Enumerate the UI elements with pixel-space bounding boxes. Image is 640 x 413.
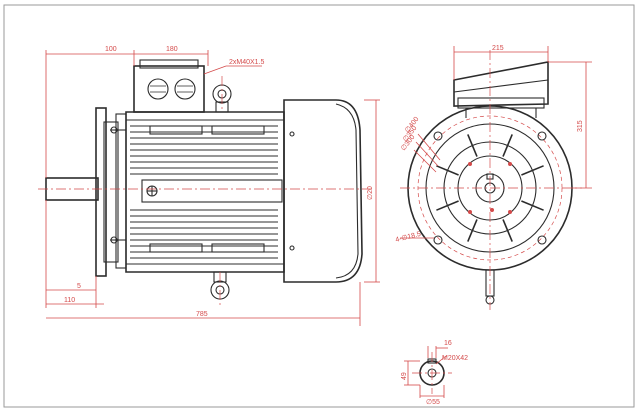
rib-pad [211,243,265,253]
dim-key-width: 16 [444,340,452,347]
rib-pad [149,125,203,135]
grille-slot [467,134,478,157]
rib-pad [149,243,203,253]
grille-slots [436,134,544,242]
dim-end-width: 215 [492,45,504,52]
grille-slot [502,134,513,157]
dim-key-dia: ∅55 [426,399,440,406]
nameplate-area [141,179,283,203]
end-view: 215 315 ∅400 ∅350 ∅300 4-∅18.5 [395,45,592,310]
bolt-hole-tr [537,131,547,141]
cooling-ribs [130,125,278,259]
dim-hole: 4-∅18.5 [395,231,422,244]
grille-slot [467,219,478,242]
rib-pad [211,125,265,135]
dim-top-mid: 180 [166,46,178,53]
shaft-detail: 16 M20X42 49 ∅55 [401,340,468,406]
dim-end-height: 315 [577,120,584,132]
dim-overall-len: 785 [196,311,208,318]
terminal-box-lid [139,59,199,69]
cable-gland-1 [147,78,169,100]
bolt-hole-bl [433,235,443,245]
dim-key-height: 49 [401,372,408,380]
bolt-hole-br [537,235,547,245]
dim-flange-len: 110 [64,297,75,304]
grille-slot [521,200,544,211]
grille-slot [521,165,544,176]
terminal-box [133,65,205,113]
grille-slot [436,165,459,176]
drawing-frame [3,4,635,408]
flange [95,107,107,277]
grille-slot [502,219,513,242]
dim-thread: M20X42 [442,355,468,362]
dim-top-left: 100 [105,46,117,53]
dim-offset-left: 5 [77,283,81,290]
dim-cable-gland: 2xM40X1.5 [229,59,265,66]
dim-shaft-dia: ∅20 [367,186,374,200]
side-view: 100 180 2xM40X1.5 ∅20 5 110 785 [38,46,380,326]
end-terminal-box [453,61,549,107]
side-dimensions: 100 180 2xM40X1.5 ∅20 5 110 785 [45,46,380,326]
shaft [45,177,99,201]
cable-gland-2 [174,78,196,100]
end-dimensions: 215 315 ∅400 ∅350 ∅300 4-∅18.5 [395,45,592,244]
grille-slot [436,200,459,211]
fan-cover [283,99,363,283]
spigot [103,121,119,263]
dim-dia-c: ∅300 [400,134,417,152]
bolt-hole-tl [433,131,443,141]
